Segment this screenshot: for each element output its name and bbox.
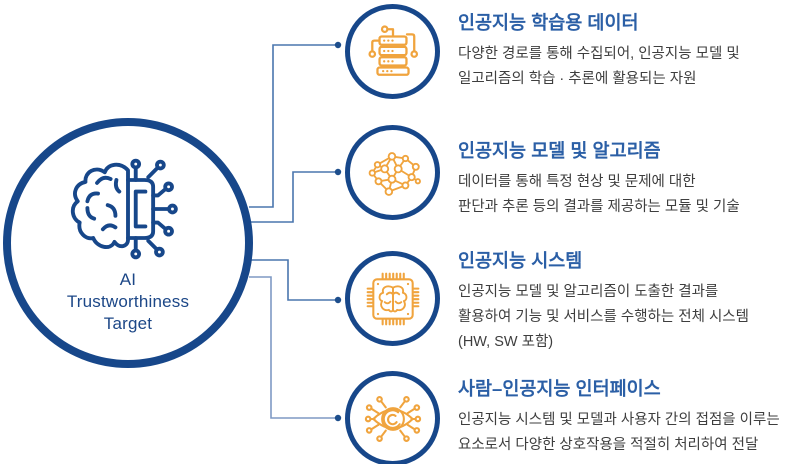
connector-dot-1	[334, 41, 342, 49]
item-title: 인공지능 시스템	[458, 250, 583, 271]
item-body-line: 인공지능 모델 및 알고리즘이 도출한 결과를	[458, 284, 719, 300]
item-body-line: 판단과 추론 등의 결과를 제공하는 모듈 및 기술	[458, 199, 740, 215]
connector-line-2	[251, 171, 336, 223]
item-title: 인공지능 학습용 데이터	[458, 12, 639, 33]
hub-label-line-2: Trustworthiness	[66, 292, 190, 311]
connector-dot-3	[334, 296, 342, 304]
item-title: 인공지능 모델 및 알고리즘	[458, 140, 661, 161]
item-2: 인공지능 모델 및 알고리즘 데이터를 통해 특정 현상 및 문제에 대한 판단…	[458, 140, 803, 220]
item-title: 사람–인공지능 인터페이스	[458, 378, 661, 399]
connector-line-3	[251, 259, 336, 301]
item-icon-circle-4	[345, 371, 440, 464]
hub-circle: AI Trustworthiness Target	[3, 118, 253, 368]
item-body-line: (HW, SW 포함)	[458, 334, 554, 350]
human-ai-interface-icon	[364, 395, 421, 442]
item-body-line: 일고리즘의 학습 · 추론에 활용되는 자원	[458, 71, 697, 87]
item-body-line: 인공지능 시스템 및 모델과 사용자 간의 접점을 이루는	[458, 412, 780, 428]
item-icon-circle-2	[345, 125, 440, 220]
connector-line-4	[249, 276, 336, 419]
item-body-line: 활용하여 기능 및 서비스를 수행하는 전체 시스템	[458, 309, 749, 325]
connector-dot-2	[334, 168, 342, 176]
server-data-icon	[367, 24, 418, 76]
connector-line-1	[249, 44, 336, 208]
item-3: 인공지능 시스템 인공지능 모델 및 알고리즘이 도출한 결과를 활용하여 기능…	[458, 250, 803, 355]
hub-label-line-1: AI	[119, 270, 137, 289]
hub-label-line-3: Target	[103, 314, 153, 333]
item-1: 인공지능 학습용 데이터 다양한 경로를 통해 수집되어, 인공지능 모델 및 …	[458, 12, 803, 92]
hub-label: AI Trustworthiness Target	[67, 269, 189, 335]
item-icon-circle-3	[345, 251, 440, 346]
connector-dot-4	[334, 414, 342, 422]
item-body-line: 데이터를 통해 특정 현상 및 문제에 대한	[458, 174, 696, 190]
item-body-line: 요소로서 다양한 상호작용을 적절히 처리하여 전달	[458, 437, 759, 453]
neural-network-icon	[368, 151, 421, 196]
item-body-line: 다양한 경로를 통해 수집되어, 인공지능 모델 및	[458, 46, 740, 62]
brain-circuit-icon	[70, 158, 178, 260]
item-icon-circle-1	[345, 4, 440, 99]
ai-chip-icon	[366, 272, 419, 325]
item-4: 사람–인공지능 인터페이스 인공지능 시스템 및 모델과 사용자 간의 접점을 …	[458, 378, 803, 458]
